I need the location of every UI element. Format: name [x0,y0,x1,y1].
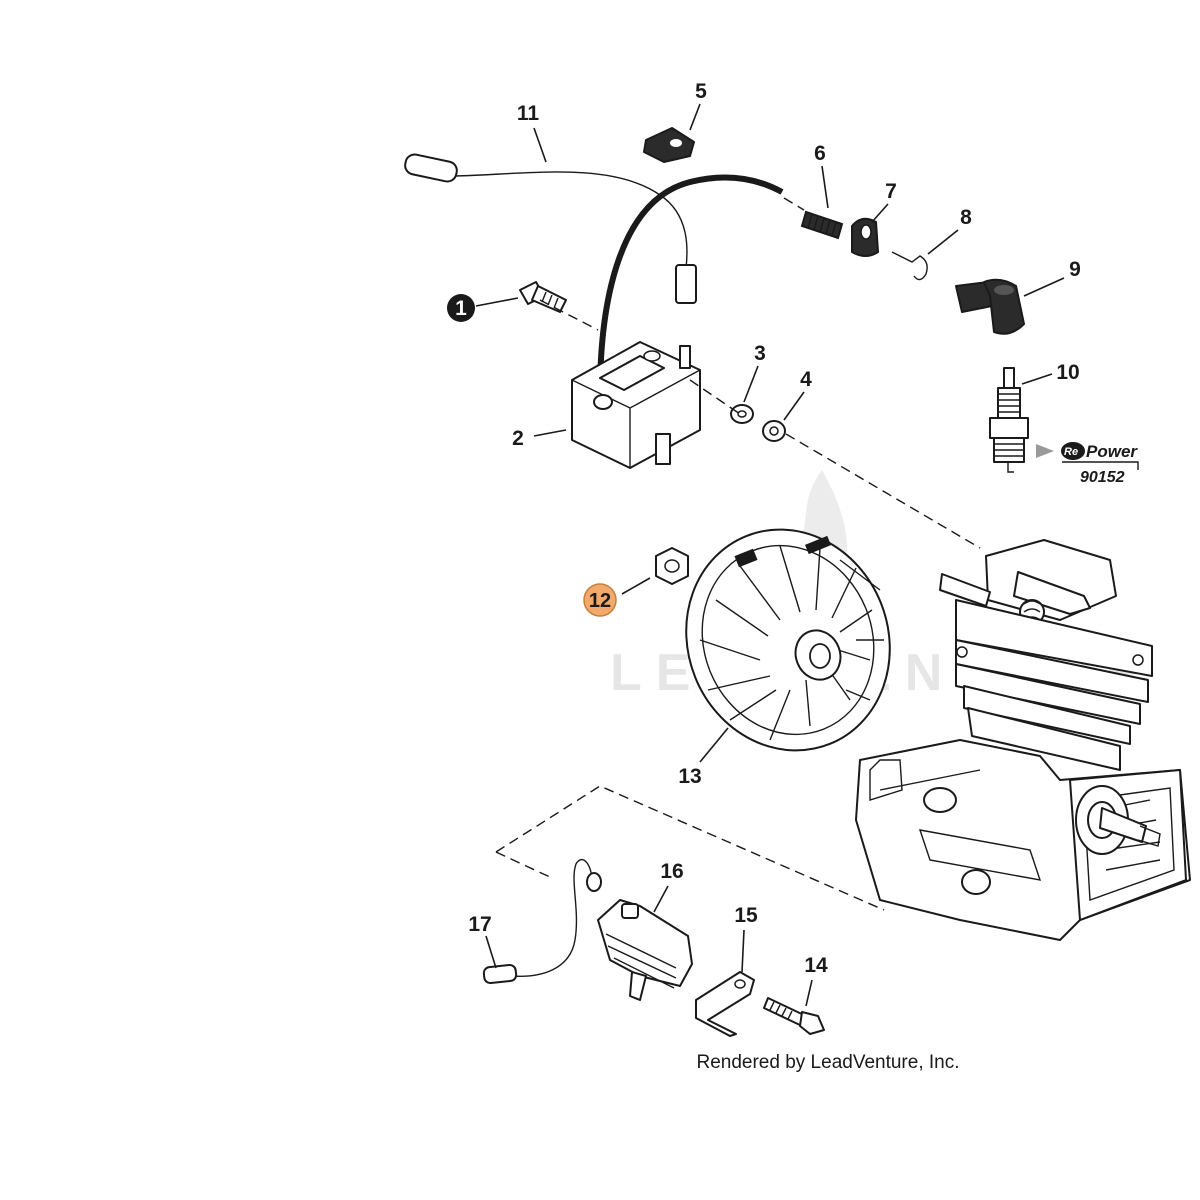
part-16-shield[interactable] [597,899,693,1001]
part-4-washer[interactable] [762,420,786,442]
brand-name: Power [1086,442,1138,461]
part-7-cap[interactable] [851,217,879,257]
part-8-spring-clip[interactable] [891,251,928,281]
part-11-ground-wire[interactable] [403,153,697,304]
callout-9[interactable]: 9 [1069,258,1081,281]
part-14-screw[interactable] [763,997,825,1035]
brand-prefix: Re [1064,446,1078,458]
part-2-ignition-coil[interactable] [571,341,701,469]
part-9-plug-boot[interactable] [955,278,1025,335]
engine-block [855,539,1191,941]
callouts: 1 2 3 4 5 6 7 8 9 10 11 12 13 14 15 16 1… [447,80,1081,977]
callout-12[interactable]: 12 [589,590,611,612]
part-hv-lead [597,174,784,396]
callout-14[interactable]: 14 [804,954,828,977]
callout-2[interactable]: 2 [512,427,524,450]
repower-badge: Re Power 90152 [1036,442,1139,486]
brand-part-number: 90152 [1080,469,1125,486]
callout-7[interactable]: 7 [885,180,897,203]
callout-5[interactable]: 5 [695,80,707,103]
part-10-spark-plug[interactable] [989,367,1029,473]
callout-16[interactable]: 16 [660,860,683,883]
part-17-wire[interactable] [482,859,602,985]
callout-4[interactable]: 4 [800,368,812,391]
callout-15[interactable]: 15 [734,904,758,927]
leader-lines [475,103,1065,1007]
callout-13[interactable]: 13 [678,765,701,788]
assembly-lines [495,197,981,911]
callout-6[interactable]: 6 [814,142,826,165]
part-5-grommet[interactable] [643,127,695,163]
callout-17[interactable]: 17 [468,913,491,936]
callout-8[interactable]: 8 [960,206,972,229]
callout-3[interactable]: 3 [754,342,766,365]
part-15-bracket[interactable] [695,971,755,1037]
callout-1-badge [447,294,475,322]
callout-1[interactable]: 1 [455,297,467,320]
part-6-spring[interactable] [800,210,844,240]
part-12-nut[interactable] [655,547,689,585]
callout-10[interactable]: 10 [1056,361,1079,384]
part-3-washer[interactable] [730,404,754,424]
part-13-flywheel[interactable] [653,499,922,782]
part-1-screw[interactable] [519,281,567,313]
callout-12-highlight [583,583,617,617]
callout-11[interactable]: 11 [517,102,540,125]
render-credit: Rendered by LeadVenture, Inc. [696,1052,959,1073]
